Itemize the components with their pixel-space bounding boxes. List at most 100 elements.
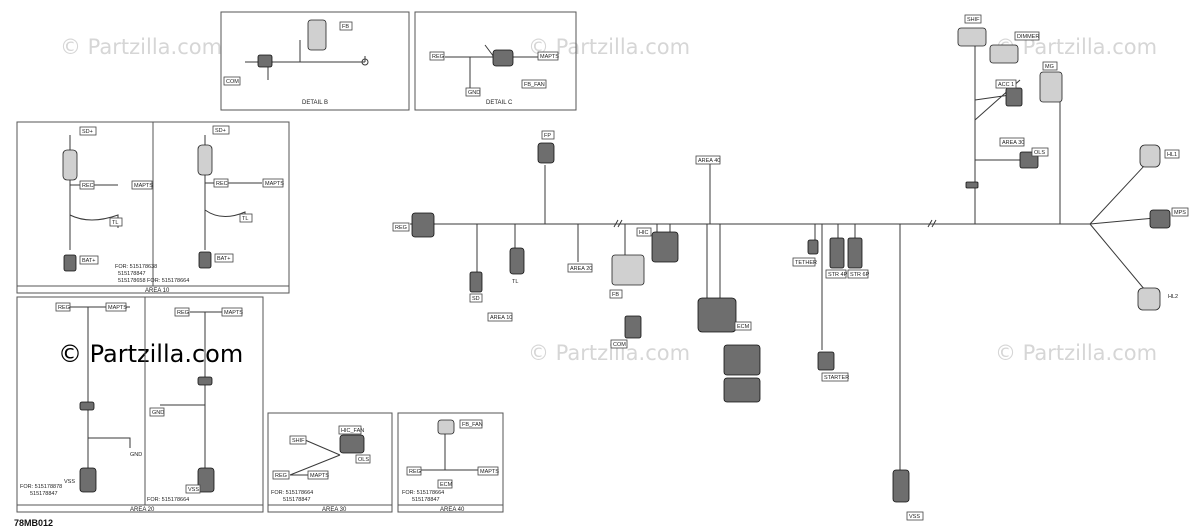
note-area20-3: FOR: 515178664 [147, 497, 189, 503]
tag-area10-tl-b: TL [242, 216, 248, 222]
tag-area40-fb-fan: FB_FAN [462, 422, 483, 428]
watermark-1: © Partzilla.com [60, 35, 222, 59]
tag-main-mps: MPS [1174, 210, 1186, 216]
note-area40-1: FOR: 515178664 [402, 490, 444, 496]
fuel-pump-connector-icon [537, 142, 555, 164]
tag-main-starter: STARTER [824, 375, 849, 381]
note-area20-1: FOR: 515178878 [20, 484, 62, 490]
tag-area40-reg: REG [409, 469, 421, 475]
tag-area30-ols: OLS [358, 457, 369, 463]
ground-ring-icon [965, 181, 979, 189]
vss-connector-icon [892, 469, 910, 503]
note-area30-2: 515178847 [283, 497, 311, 503]
tag-area20-reg-b: REG [177, 310, 189, 316]
tag-detail-b-com: COM [226, 79, 239, 85]
tag-main-tl: TL [512, 279, 518, 285]
caption-detail-c: DETAIL C [486, 100, 513, 106]
vss-connector-icon [79, 467, 97, 493]
tag-main-acc1: ACC 1 [998, 82, 1014, 88]
caption-detail-b: DETAIL B [302, 100, 328, 106]
caption-area-30: AREA 30 [322, 507, 347, 513]
tag-main-shif: SHIF [967, 17, 980, 23]
tag-area30-hic-fan: HIC_FAN [341, 428, 364, 434]
fuse-block-connector-icon [307, 19, 327, 51]
tag-area20-gnd-a: GND [130, 452, 142, 458]
watermarks: © Partzilla.com © Partzilla.com © Partzi… [58, 35, 1157, 368]
mps-connector-icon [1149, 209, 1171, 229]
tag-area10-rec-b: REC [216, 181, 228, 187]
area-40-panel: FB_FAN REG MAPTS ECM FOR: 515178664 5151… [397, 412, 504, 513]
caption-area-10: AREA 10 [145, 288, 170, 294]
area-30-panel: SHIF HIC_FAN OLS REG MAPTS FOR: 51517866… [267, 412, 393, 513]
vss-inline-connector-icon [79, 401, 95, 411]
switch-connector-icon [197, 144, 213, 176]
tag-area20-reg-a: REG [58, 305, 70, 311]
tag-area10-sd-a: SD+ [82, 129, 93, 135]
tag-main-mg: MG [1045, 64, 1054, 70]
note-area10-3: 515178658 FOR: 515178664 [118, 278, 189, 284]
tag-area10-bat-a: BAT+ [82, 258, 96, 264]
tag-area10-sd-b: SD+ [215, 128, 226, 134]
tag-main-area10: AREA 10 [490, 315, 512, 321]
tag-main-tether: TETHER [795, 260, 817, 266]
watermark-5: © Partzilla.com [995, 341, 1157, 365]
tag-detail-b-fb: FB [342, 24, 349, 30]
tag-detail-c-fb-fan: FB_FAN [524, 82, 545, 88]
fb-fan-connector-icon [492, 49, 514, 67]
mg-connector-icon [1039, 71, 1063, 103]
detail-b-panel: FB COM DETAIL B [220, 11, 410, 111]
note-area10-2: 515178847 [118, 271, 146, 277]
tag-main-area40: AREA 40 [698, 158, 720, 164]
tag-main-sd: SD [472, 296, 480, 302]
caption-area-20: AREA 20 [130, 507, 155, 513]
sd-connector-icon [469, 271, 483, 293]
tag-area20-mapts-b: MAPTS [224, 310, 243, 316]
tag-detail-c-mapts: MAPTS [540, 54, 559, 60]
fuse-box-icon [611, 254, 645, 286]
tag-area40-ecm: ECM [440, 482, 453, 488]
tag-area20-gnd-b: GND [152, 410, 164, 416]
tag-detail-c-gnd: GND [468, 90, 480, 96]
tl-connector-icon [509, 247, 525, 275]
tag-area10-rec-a: REC [82, 183, 94, 189]
regulator-connector-icon [411, 212, 435, 238]
tag-main-reg: REG [395, 225, 407, 231]
area-10-panel: SD+ REC MAPTS TL BAT+ SD+ REC MAPTS TL B… [16, 121, 290, 294]
str-4p-connector-icon [829, 237, 845, 269]
tag-main-str-4p: STR 4P [828, 272, 848, 278]
tag-area20-mapts-a: MAPTS [108, 305, 127, 311]
com-connector-icon [624, 315, 642, 339]
tag-area10-mapts-a: MAPTS [134, 183, 153, 189]
tag-area10-bat-b: BAT+ [217, 256, 231, 262]
tag-area30-mapts: MAPTS [310, 473, 329, 479]
tag-area20-vss-b: VSS [188, 487, 199, 493]
drawing-reference-number: 78MB012 [14, 518, 53, 528]
tag-area30-shif: SHIF [292, 438, 305, 444]
vss-connector-icon [197, 467, 215, 493]
tag-area30-reg: REG [275, 473, 287, 479]
dimmer-connector-icon [989, 44, 1019, 64]
headlight-2-connector-icon [1137, 287, 1161, 311]
headlight-1-connector-icon [1139, 144, 1161, 168]
acc-connector-icon [1005, 87, 1023, 107]
switch-connector-icon [62, 149, 78, 181]
tether-connector-icon [807, 239, 819, 255]
tag-area20-vss-a: VSS [64, 479, 75, 485]
ground-ring-icon [197, 376, 213, 386]
note-area40-2: 515178847 [412, 497, 440, 503]
hic-connector-icon [651, 231, 679, 263]
tag-main-fb: FB [612, 292, 619, 298]
starter-connector-icon [817, 351, 835, 371]
note-area20-2: 515178847 [30, 491, 58, 497]
tag-main-com: COM [613, 342, 626, 348]
str-6p-connector-icon [847, 237, 863, 269]
tag-main-dimmer: DIMMER [1017, 34, 1039, 40]
ecm-b-connector-icon [723, 377, 761, 403]
caption-area-40: AREA 40 [440, 507, 465, 513]
hic-fan-connector-icon [339, 434, 365, 454]
tag-main-vss: VSS [909, 514, 920, 520]
note-area30-1: FOR: 515178664 [271, 490, 313, 496]
detail-c-panel: REG MAPTS FB_FAN GND DETAIL C [414, 11, 577, 111]
watermark-main: © Partzilla.com [58, 340, 243, 368]
